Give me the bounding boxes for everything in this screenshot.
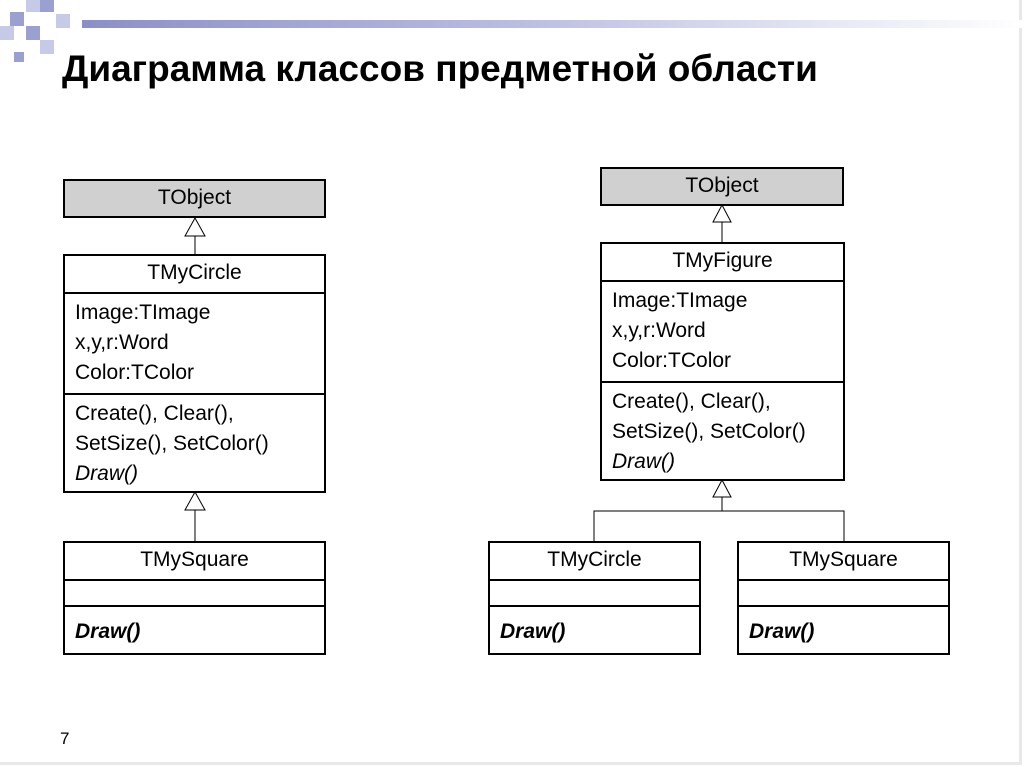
class-box-tmysquare-right: TMySquare Draw() [737, 541, 950, 655]
method: Draw() [749, 620, 815, 643]
attribute: Image:TImage [612, 289, 748, 312]
abstract-method: Draw() [75, 462, 138, 485]
attribute: x,y,r:Word [75, 331, 169, 354]
attribute: Color:TColor [75, 361, 195, 384]
class-box-tmycircle-left: TMyCircle Image:TImage x,y,r:Word Color:… [63, 254, 326, 493]
attributes-section [65, 579, 324, 605]
right-figure-arrowhead [712, 478, 732, 498]
class-box-tmycircle-right: TMyCircle Draw() [488, 541, 701, 655]
method: Draw() [500, 620, 566, 643]
slide-title: Диаграмма классов предметной области [62, 48, 818, 89]
attributes-section: Image:TImage x,y,r:Word Color:TColor [602, 280, 843, 381]
method: SetSize(), SetColor() [612, 420, 806, 443]
attributes-section: Image:TImage x,y,r:Word Color:TColor [65, 292, 324, 393]
attribute: Image:TImage [75, 301, 211, 324]
class-name: TObject [685, 174, 759, 197]
attribute: Color:TColor [612, 349, 732, 372]
right-object-arrowhead [712, 203, 732, 223]
left-object-arrowhead [184, 216, 206, 237]
attributes-section [490, 579, 699, 605]
methods-section: Draw() [65, 605, 324, 647]
method: SetSize(), SetColor() [75, 432, 269, 455]
class-box-tmysquare-left: TMySquare Draw() [63, 541, 326, 655]
methods-section: Create(), Clear(), SetSize(), SetColor()… [602, 381, 843, 477]
class-name: TMySquare [789, 548, 898, 571]
left-circle-arrowhead [184, 490, 206, 511]
class-name: TMySquare [140, 548, 249, 571]
methods-section: Draw() [490, 605, 699, 647]
methods-section: Draw() [739, 605, 948, 647]
page-number: 7 [60, 729, 70, 748]
class-name: TMyCircle [547, 548, 642, 571]
class-box-tmyfigure: TMyFigure Image:TImage x,y,r:Word Color:… [600, 242, 845, 481]
method: Draw() [75, 620, 141, 643]
methods-section: Create(), Clear(), SetSize(), SetColor()… [65, 393, 324, 489]
class-name: TMyFigure [672, 249, 773, 272]
right-subclass-branch-line [593, 510, 845, 542]
attributes-section [739, 579, 948, 605]
class-box-tobject-right: TObject [600, 167, 844, 206]
title-accent-bar [82, 20, 1024, 28]
abstract-method: Draw() [612, 450, 675, 473]
attribute: x,y,r:Word [612, 319, 706, 342]
class-name: TObject [157, 186, 232, 209]
class-name: TMyCircle [147, 261, 242, 284]
method: Create(), Clear(), [612, 390, 771, 413]
method: Create(), Clear(), [75, 402, 234, 425]
class-box-tobject-left: TObject [63, 179, 326, 218]
